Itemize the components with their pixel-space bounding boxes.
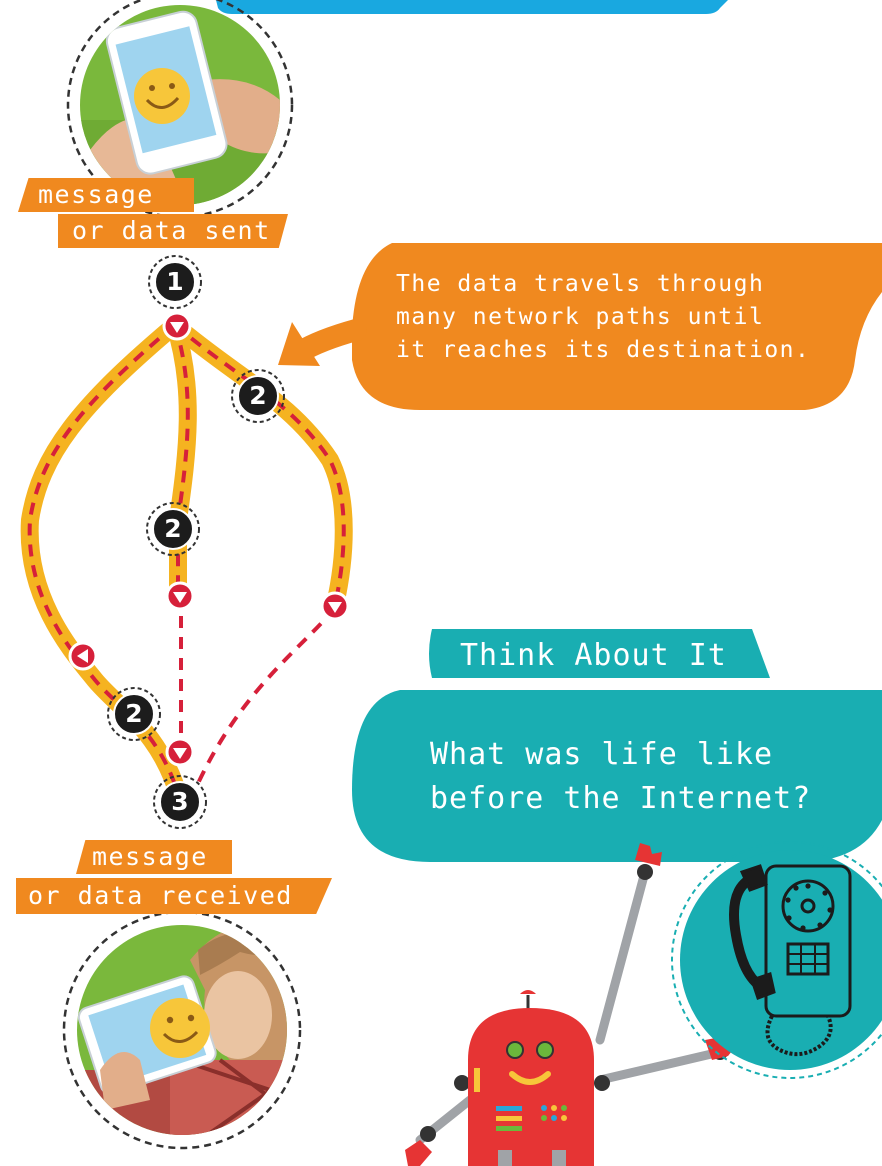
callout-arrow-icon xyxy=(278,322,320,366)
top-banner xyxy=(216,0,728,14)
robot xyxy=(405,843,736,1166)
callout-line-2: many network paths until xyxy=(396,304,765,330)
direction-markers xyxy=(68,311,350,767)
received-label-bg-2 xyxy=(16,878,332,914)
step-2c-badge xyxy=(113,693,155,735)
step-1-badge xyxy=(154,261,196,303)
receiver-photo xyxy=(62,910,302,1150)
step-2b-number: 2 xyxy=(164,514,182,543)
sent-label-bg-2 xyxy=(58,214,288,248)
sender-photo xyxy=(66,0,294,219)
step-2a-badge xyxy=(237,375,279,417)
think-heading-banner xyxy=(429,629,770,678)
sent-label-line1: message xyxy=(38,180,154,209)
think-heading: Think About It xyxy=(460,638,727,673)
callout-bubble xyxy=(278,243,882,410)
think-question-line-2: before the Internet? xyxy=(430,781,812,816)
think-panel xyxy=(352,629,882,862)
network-routes xyxy=(20,316,353,809)
think-question: What was life like before the Internet? xyxy=(430,733,870,821)
step-3-number: 3 xyxy=(171,787,189,816)
step-2a-number: 2 xyxy=(249,381,267,410)
received-label-bg-1 xyxy=(76,840,232,874)
sent-label-bg-1 xyxy=(18,178,194,212)
step-2b-badge xyxy=(152,508,194,550)
think-question-bubble xyxy=(352,690,882,862)
sent-label-line2: or data sent xyxy=(72,216,271,245)
received-label-line1: message xyxy=(92,842,208,871)
step-1-number: 1 xyxy=(166,267,184,296)
callout-line-1: The data travels through xyxy=(396,271,765,297)
received-label-line2: or data received xyxy=(28,881,293,910)
step-2c-number: 2 xyxy=(125,699,143,728)
step-3-badge xyxy=(159,781,201,823)
rotary-phone-illustration xyxy=(671,841,882,1079)
think-question-line-1: What was life like xyxy=(430,737,774,772)
callout-line-3: it reaches its destination. xyxy=(396,337,811,363)
callout-text: The data travels through many network pa… xyxy=(396,268,836,367)
